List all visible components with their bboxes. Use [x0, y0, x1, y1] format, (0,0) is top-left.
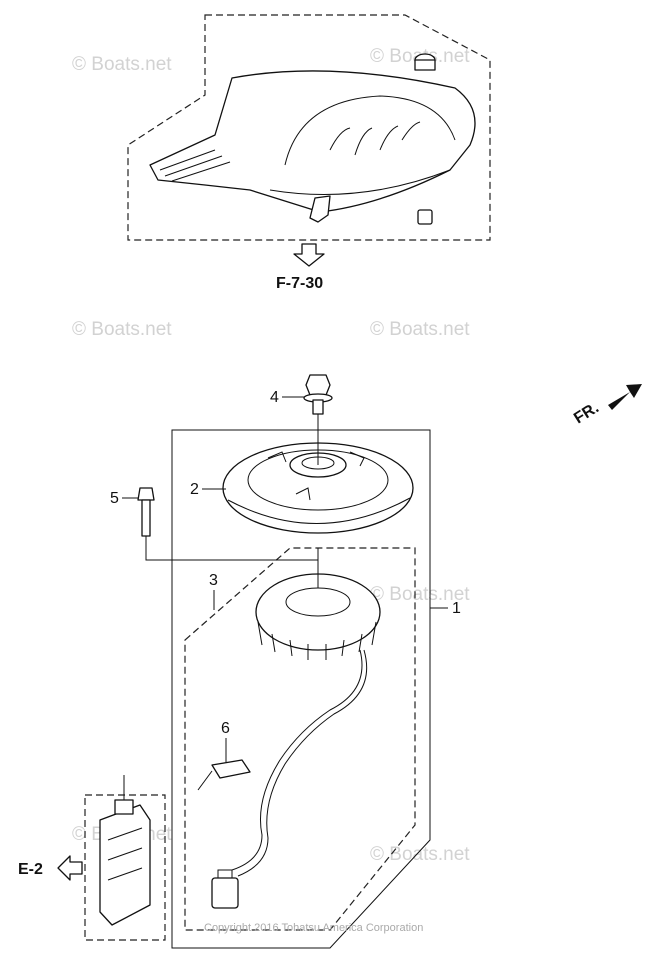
coil-connector	[211, 877, 239, 909]
flywheel-cover	[149, 70, 476, 213]
regulator-dashed-boundary	[84, 794, 166, 941]
reference-left: E-2	[18, 861, 43, 878]
watermark: © Boats.net	[370, 319, 470, 340]
cover-vent-3	[379, 125, 399, 151]
regulator-connector	[114, 799, 134, 815]
flange-tab-2	[349, 451, 365, 467]
front-indicator: FR.	[571, 384, 642, 427]
arrow-down-icon	[293, 243, 325, 267]
long-bolt-shank	[141, 499, 151, 537]
wire-harness-2	[237, 649, 368, 877]
callout-6: 6	[221, 720, 230, 737]
cover-vent-2	[354, 127, 373, 156]
copyright-notice: Copyright 2016 Tohatsu America Corporati…	[204, 922, 423, 934]
callout-3: 3	[209, 572, 218, 589]
flange-tab-1	[267, 451, 287, 463]
grommet-top-body	[414, 59, 436, 71]
watermark: © Boats.net	[72, 54, 172, 75]
regulator-fins	[107, 827, 143, 881]
stator-assembly: E-2	[18, 374, 431, 949]
bolt-shank	[312, 399, 324, 415]
cover-rim	[269, 169, 451, 195]
flange-tab-3	[295, 487, 311, 501]
callout-1: 1	[452, 600, 461, 617]
callout-2: 2	[190, 481, 199, 498]
collar-lower	[417, 209, 433, 225]
reference-upper: F-7-30	[276, 275, 323, 292]
flywheel-cover-assembly: F-7-30	[127, 14, 491, 292]
flange-edge	[227, 497, 411, 524]
hex-bolt-top	[305, 374, 331, 396]
callout-4: 4	[270, 389, 279, 406]
front-label: FR.	[571, 399, 602, 427]
assembly-boundary	[171, 429, 431, 949]
cover-fins	[159, 149, 231, 182]
cover-hook	[309, 195, 331, 223]
cover-vent-4	[401, 121, 421, 141]
watermark: © Boats.net	[72, 319, 172, 340]
wire-harness	[231, 649, 363, 871]
stator-dashed-boundary	[184, 547, 416, 931]
arrow-left-icon	[57, 855, 83, 881]
cable-tie	[211, 759, 251, 779]
callouts: 4 2 5 3 1 6	[110, 389, 461, 737]
regulator-unit	[99, 804, 151, 926]
callout-5: 5	[110, 490, 119, 507]
cable-tie-tail	[197, 770, 213, 791]
long-bolt-head	[137, 487, 155, 501]
front-arrow-icon	[608, 384, 642, 410]
cover-dome	[284, 95, 456, 166]
stator-coils	[257, 621, 377, 660]
cover-vent-1	[329, 127, 351, 151]
coil-connector-latch	[217, 869, 233, 879]
watermark: © Boats.net	[370, 584, 470, 605]
